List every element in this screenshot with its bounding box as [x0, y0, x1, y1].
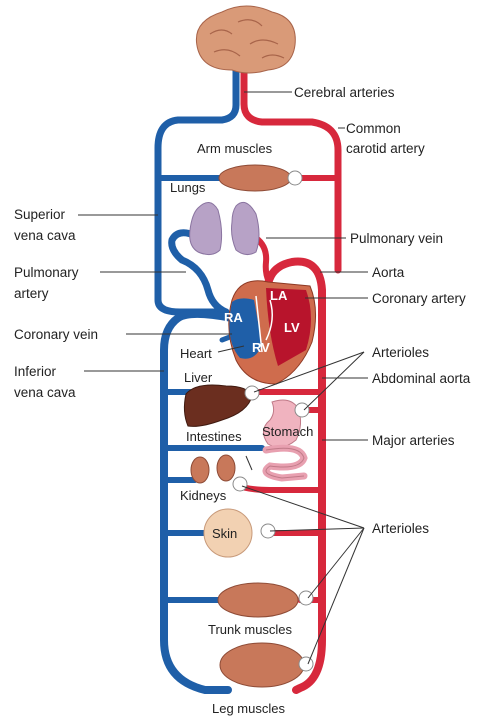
intestines: [266, 448, 304, 478]
label-abdominal-aorta: Abdominal aorta: [372, 371, 471, 386]
label-aorta: Aorta: [372, 265, 405, 280]
label-major-arteries: Major arteries: [372, 433, 455, 448]
label-stomach: Stomach: [262, 424, 313, 439]
label-leg-muscles: Leg muscles: [212, 701, 285, 716]
label-common-carotid-1: Common: [346, 121, 401, 136]
label-ra: RA: [224, 310, 243, 325]
label-inferior-vena-cava-2: vena cava: [14, 385, 76, 400]
label-pulmonary-vein: Pulmonary vein: [350, 231, 443, 246]
brain: [196, 6, 295, 73]
lungs: [190, 202, 259, 254]
label-intestines: Intestines: [186, 429, 242, 444]
label-superior-vena-cava-2: vena cava: [14, 228, 76, 243]
capillary-ring: [288, 171, 302, 185]
label-arterioles-lower: Arterioles: [372, 521, 429, 536]
label-coronary-artery: Coronary artery: [372, 291, 466, 306]
label-arm-muscles: Arm muscles: [197, 141, 273, 156]
label-coronary-vein: Coronary vein: [14, 327, 98, 342]
label-inferior-vena-cava-1: Inferior: [14, 364, 57, 379]
leg-muscle: [220, 643, 313, 687]
label-cerebral-arteries: Cerebral arteries: [294, 85, 395, 100]
liver: [184, 385, 259, 426]
label-common-carotid-2: carotid artery: [346, 141, 425, 156]
label-rv: RV: [252, 340, 270, 355]
label-skin: Skin: [212, 526, 237, 541]
label-trunk-muscles: Trunk muscles: [208, 622, 293, 637]
label-arterioles-upper: Arterioles: [372, 345, 429, 360]
label-heart: Heart: [180, 346, 212, 361]
kidneys: [191, 455, 247, 491]
label-lv: LV: [284, 320, 300, 335]
label-kidneys: Kidneys: [180, 488, 227, 503]
label-pulmonary-artery-2: artery: [14, 286, 49, 301]
arm-muscle: [219, 165, 302, 191]
label-lungs: Lungs: [170, 180, 206, 195]
label-liver: Liver: [184, 370, 213, 385]
label-la: LA: [270, 288, 288, 303]
label-superior-vena-cava-1: Superior: [14, 207, 66, 222]
label-pulmonary-artery-1: Pulmonary: [14, 265, 79, 280]
